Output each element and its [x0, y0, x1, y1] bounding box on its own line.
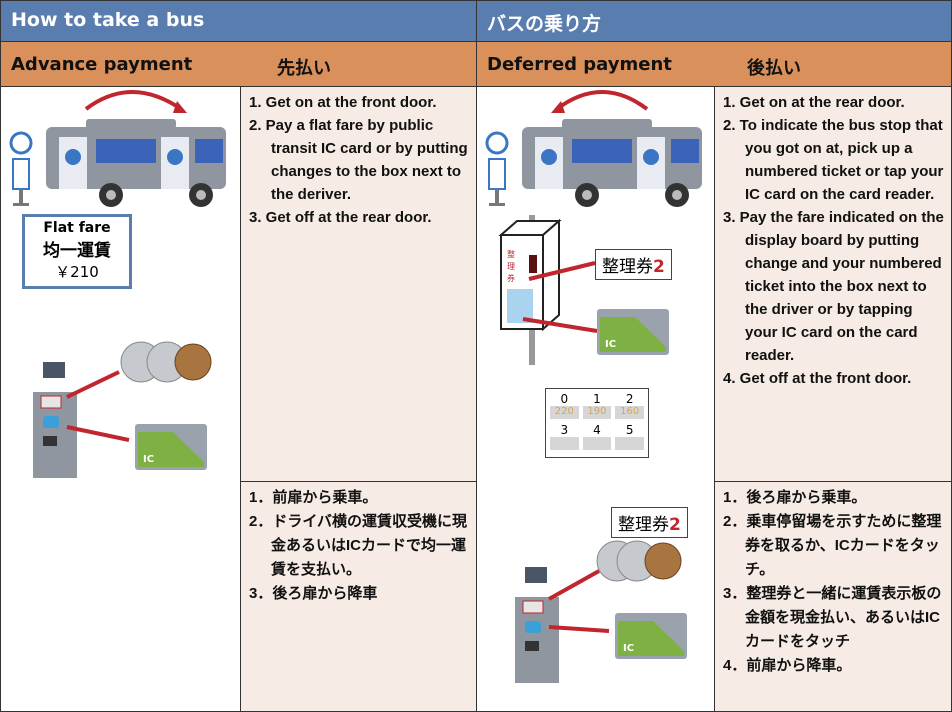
step: 2. Pay a flat fare by public transit IC … — [249, 117, 468, 203]
advance-steps-column: 1. Get on at the front door. 2. Pay a fl… — [240, 86, 477, 712]
step: 4．前扉から降車。 — [723, 657, 852, 674]
advance-steps-ja: 1．前扉から乗車。 2．ドライバ横の運賃収受機に現金あるいはICカードで均一運賃… — [240, 481, 477, 712]
flat-fare-price: ￥210 — [55, 263, 99, 281]
advance-steps-en: 1. Get on at the front door. 2. Pay a fl… — [240, 86, 477, 482]
fare-amount — [582, 437, 612, 450]
numbered-ticket-label: 整理券2 — [595, 249, 672, 280]
bus-illustration — [9, 90, 228, 209]
step: 3．整理券と一緒に運賃表示板の金額を現金払い、あるいはICカードをタッチ — [723, 585, 942, 650]
deferred-title-en: Deferred payment — [487, 54, 672, 75]
step: 3. Get off at the rear door. — [249, 209, 432, 226]
svg-text:整: 整 — [507, 249, 515, 259]
ticket-machine-illustration: 整 理 券 — [498, 215, 562, 365]
fare-amount — [550, 437, 579, 450]
step: 4. Get off at the front door. — [723, 370, 912, 387]
fare-amount — [615, 437, 644, 450]
stop-number: 5 — [625, 423, 634, 437]
flat-fare-box: Flat fare 均一運賃 ￥210 — [22, 214, 132, 289]
stop-number: 2 — [625, 392, 634, 406]
fare-cell: 3 — [550, 423, 579, 454]
step: 3. Pay the fare indicated on the display… — [723, 209, 944, 364]
deferred-steps-en: 1. Get on at the rear door. 2. To indica… — [714, 86, 952, 482]
deferred-steps-ja: 1．後ろ扉から乗車。 2．乗車停留場を示すために整理券を取るか、ICカードをタッ… — [714, 481, 952, 712]
fare-amount: 190 — [582, 406, 612, 419]
step: 1. Get on at the rear door. — [723, 94, 905, 111]
fare-amount: 160 — [615, 406, 644, 419]
ticket-label-text: 整理券 — [618, 515, 669, 535]
step: 2. To indicate the bus stop that you got… — [723, 117, 944, 203]
stop-number: 0 — [560, 392, 569, 406]
flat-fare-ja: 均一運賃 — [43, 241, 111, 261]
fare-cell: 5 — [615, 423, 644, 454]
fare-cell: 4 — [582, 423, 612, 454]
fare-machine-illustration — [32, 341, 212, 479]
svg-text:理: 理 — [507, 262, 515, 271]
flat-fare-en: Flat fare — [43, 220, 111, 236]
step: 1. Get on at the front door. — [249, 94, 437, 111]
step: 2．ドライバ横の運賃収受機に現金あるいはICカードで均一運賃を支払い。 — [249, 513, 468, 578]
step: 2．乗車停留場を示すために整理券を取るか、ICカードをタッチ。 — [723, 513, 942, 578]
step: 3．後ろ扉から降車 — [249, 585, 378, 602]
advance-illustration: Flat fare 均一運賃 ￥210 — [0, 86, 241, 712]
ticket-number: 2 — [669, 515, 681, 535]
step: 1．前扉から乗車。 — [249, 489, 378, 506]
bus-illustration — [485, 90, 704, 209]
stop-number: 3 — [560, 423, 569, 437]
advance-title-en: Advance payment — [11, 54, 193, 75]
fare-machine-illustration — [514, 540, 687, 684]
header-title-ja: バスの乗り方 — [476, 0, 952, 42]
deferred-steps-column: 1. Get on at the rear door. 2. To indica… — [714, 86, 952, 712]
fare-amount: 220 — [550, 406, 579, 419]
numbered-ticket-label: 整理券2 — [611, 507, 688, 538]
stop-number: 1 — [593, 392, 601, 406]
deferred-title-ja: 後払い — [747, 58, 801, 79]
deferred-payment-header: Deferred payment 後払い — [476, 41, 952, 87]
advance-title-ja: 先払い — [277, 58, 331, 79]
header-title-en: How to take a bus — [0, 0, 477, 42]
advance-payment-header: Advance payment 先払い — [0, 41, 477, 87]
stop-number: 4 — [593, 423, 601, 437]
ticket-label-text: 整理券 — [602, 257, 653, 277]
arrows-and-card — [522, 261, 598, 333]
ic-card-icon — [597, 309, 669, 355]
svg-text:券: 券 — [507, 273, 515, 283]
ticket-number: 2 — [653, 257, 665, 277]
step: 1．後ろ扉から乗車。 — [723, 489, 867, 506]
